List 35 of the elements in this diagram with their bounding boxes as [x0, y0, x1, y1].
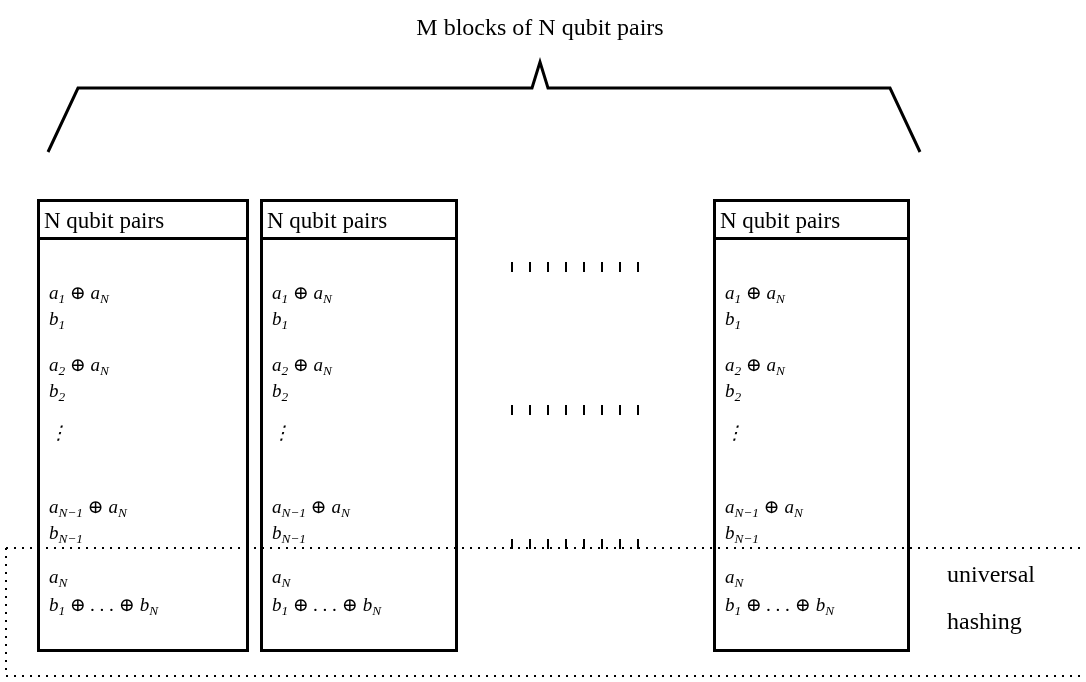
math-expression: b$_{1}$	[272, 308, 289, 330]
math-expression: a$_{N−1}$ ⊕ a$_{N}$	[725, 496, 803, 518]
vertical-ellipsis: ⋮	[49, 422, 68, 444]
math-expression: a$_{1}$ ⊕ a$_{N}$	[272, 282, 332, 304]
math-expression: b$_{2}$	[272, 380, 289, 402]
math-expression: b$_{N−1}$	[272, 522, 306, 544]
block-header: N qubit pairs	[267, 207, 388, 235]
math-expression: a$_{N}$	[272, 566, 291, 588]
math-expression: b$_{1}$ ⊕ . . . ⊕ b$_{N}$	[272, 594, 382, 616]
math-expression: a$_{2}$ ⊕ a$_{N}$	[725, 354, 785, 376]
qubit-block-box	[713, 199, 910, 652]
math-expression: a$_{N−1}$ ⊕ a$_{N}$	[49, 496, 127, 518]
math-expression: a$_{2}$ ⊕ a$_{N}$	[272, 354, 332, 376]
math-expression: a$_{1}$ ⊕ a$_{N}$	[725, 282, 785, 304]
math-expression: a$_{1}$ ⊕ a$_{N}$	[49, 282, 109, 304]
qubit-block-box	[37, 199, 249, 652]
math-expression: b$_{2}$	[49, 380, 66, 402]
math-expression: b$_{1}$ ⊕ . . . ⊕ b$_{N}$	[49, 594, 159, 616]
math-expression: b$_{1}$	[725, 308, 742, 330]
math-expression: a$_{N−1}$ ⊕ a$_{N}$	[272, 496, 350, 518]
region-label: universal hashing	[947, 560, 1036, 636]
math-expression: b$_{N−1}$	[725, 522, 759, 544]
math-expression: b$_{1}$ ⊕ . . . ⊕ b$_{N}$	[725, 594, 835, 616]
vertical-ellipsis: ⋮	[272, 422, 291, 444]
math-expression: a$_{N}$	[49, 566, 68, 588]
vertical-ellipsis: ⋮	[725, 422, 744, 444]
math-expression: a$_{2}$ ⊕ a$_{N}$	[49, 354, 109, 376]
block-header: N qubit pairs	[44, 207, 165, 235]
math-expression: a$_{N}$	[725, 566, 744, 588]
block-header: N qubit pairs	[720, 207, 841, 235]
math-expression: b$_{1}$	[49, 308, 66, 330]
brace-label: M blocks of N qubit pairs	[416, 14, 664, 40]
qubit-block-box	[260, 199, 458, 652]
math-expression: b$_{N−1}$	[49, 522, 83, 544]
math-expression: b$_{2}$	[725, 380, 742, 402]
